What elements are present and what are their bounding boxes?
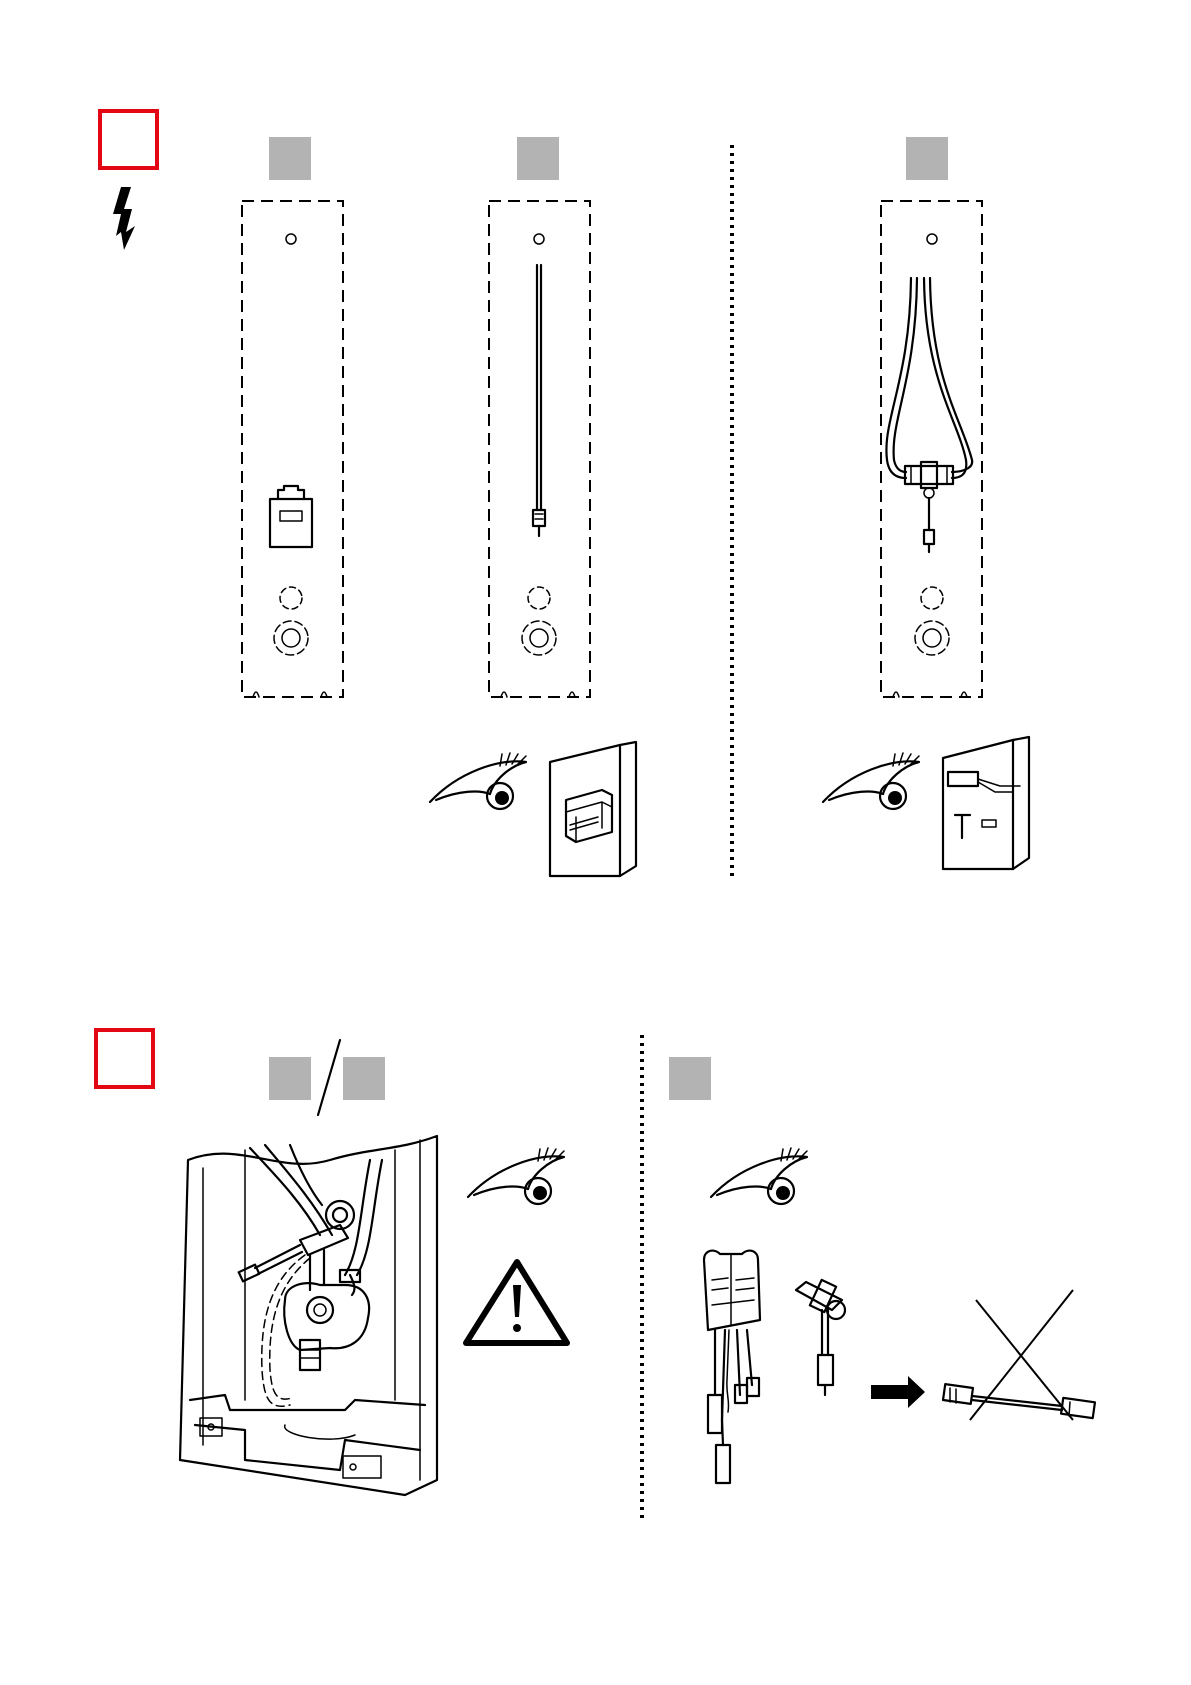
variant-tag-6 (669, 1057, 711, 1100)
eye-icon (468, 1148, 564, 1204)
din-rail-power-supply-icon (566, 790, 612, 842)
t-connector-icon (905, 462, 953, 498)
variant-tag-1 (269, 137, 311, 180)
variant-tag-4 (269, 1057, 311, 1100)
warning-triangle-icon (466, 1262, 567, 1343)
step-1-marker (100, 111, 157, 168)
variant-separator (318, 1040, 340, 1115)
variant-tag-5 (343, 1057, 385, 1100)
prohibited-extension-cable (943, 1384, 1095, 1418)
install-box-with-valve (180, 1136, 437, 1495)
shower-panel-battery (242, 201, 343, 697)
variant-tag-3 (906, 137, 948, 180)
shower-panel-y-cable (881, 201, 982, 697)
step-2-marker (96, 1030, 153, 1087)
eye-icon (823, 753, 919, 809)
t-connector-small-icon (955, 815, 996, 838)
t-connector-icon (796, 1280, 845, 1395)
junction-box-with-cables (704, 1251, 760, 1483)
variant-tag-2 (517, 137, 559, 180)
reference-booklet-power-supply (550, 742, 636, 876)
eye-icon (430, 753, 526, 809)
reference-booklet-junction-box (943, 737, 1029, 869)
arrow-right-icon (871, 1376, 925, 1408)
shower-panel-single-cable (489, 201, 590, 697)
lightning-bolt-icon (113, 187, 135, 250)
junction-box-icon (948, 772, 1020, 792)
eye-icon (711, 1148, 807, 1204)
battery-unit-icon (270, 486, 312, 547)
